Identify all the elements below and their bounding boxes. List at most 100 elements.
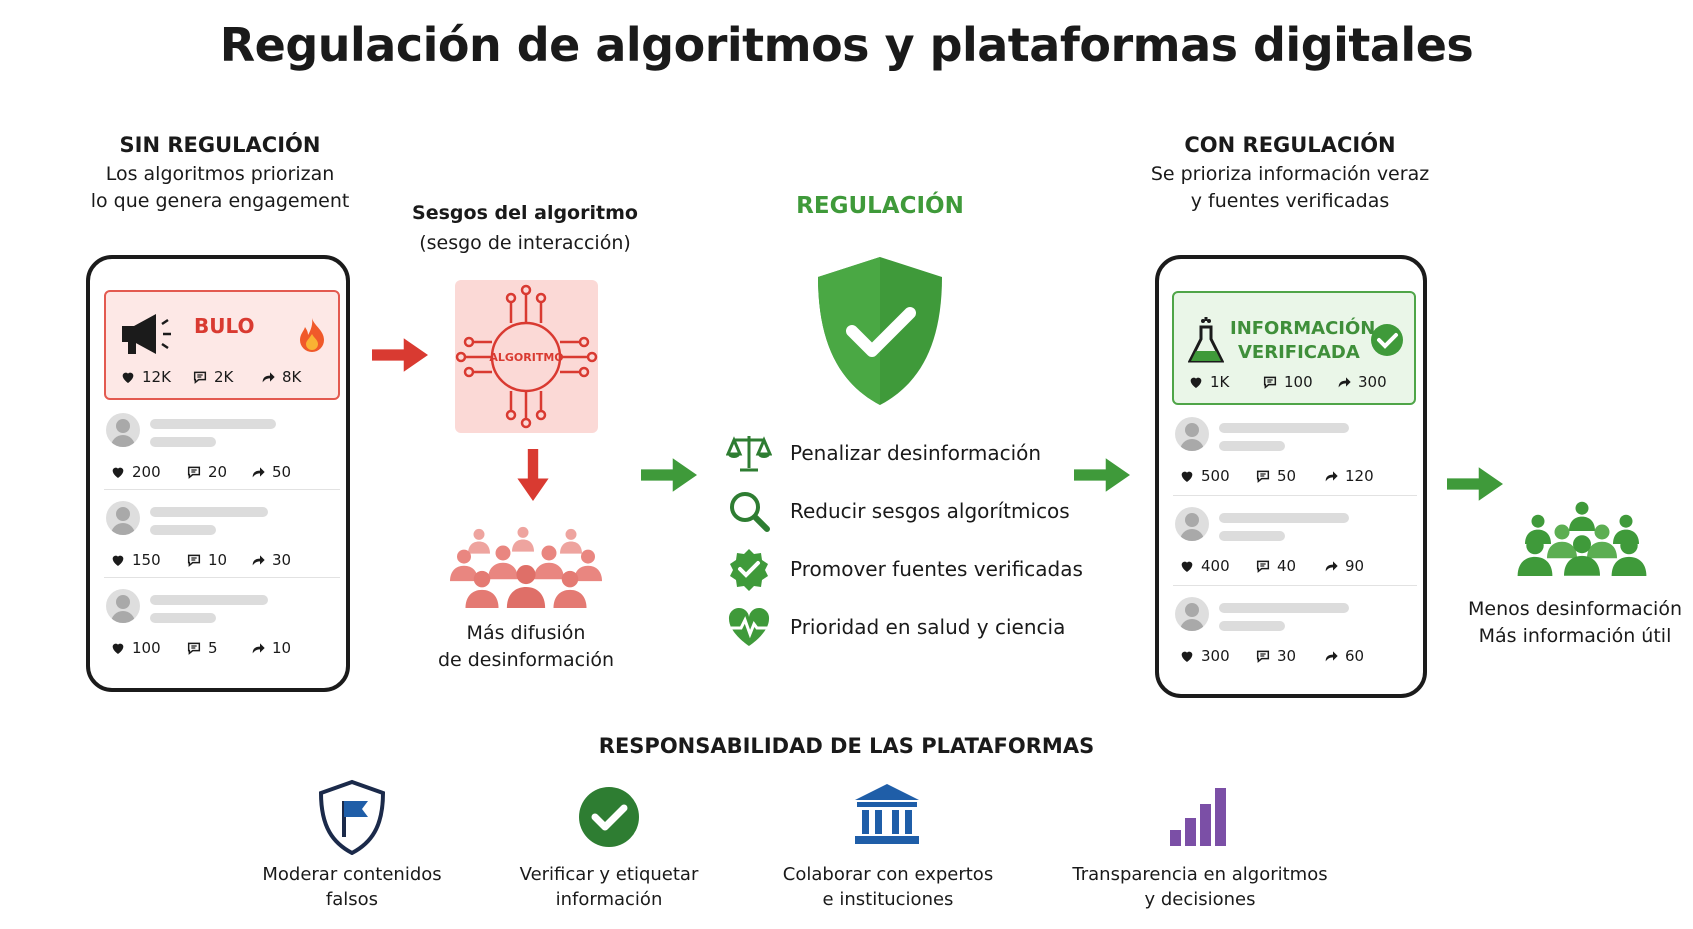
regulation-item-label: Promover fuentes verificadas: [790, 557, 1083, 581]
bias-result: Más difusión de desinformación: [410, 620, 642, 674]
regulation-heading: REGULACIÓN: [796, 193, 964, 219]
bias-subheading: (sesgo de interacción): [419, 232, 631, 254]
responsibility-line2: falsos: [325, 889, 379, 910]
post-item[interactable]: 400 40 90: [1173, 505, 1417, 585]
post-comments: 20: [186, 463, 227, 481]
post-item[interactable]: 150 10 30: [104, 497, 340, 577]
arrow-right-icon: [372, 336, 428, 374]
post-comments: 30: [1255, 647, 1296, 665]
fire-icon: [300, 318, 324, 352]
divider: [1173, 585, 1417, 586]
verified-label: INFORMACIÓN VERIFICADA: [1230, 317, 1375, 365]
left-heading: SIN REGULACIÓN: [119, 133, 321, 157]
hoax-likes: 12K: [120, 368, 171, 386]
hoax-post[interactable]: BULO 12K 2K 8K: [104, 290, 340, 400]
post-shares: 10: [250, 639, 291, 657]
magnifier-icon: [730, 492, 770, 532]
post-item[interactable]: 100 5 10: [104, 585, 340, 665]
text-placeholder: [150, 507, 268, 517]
post-comments: 10: [186, 551, 227, 569]
shield-check-icon: [818, 257, 942, 405]
post-item[interactable]: 500 50 120: [1173, 415, 1417, 495]
outcome: Menos desinformación Más información úti…: [1460, 596, 1690, 650]
avatar: [106, 589, 140, 623]
verified-post[interactable]: INFORMACIÓN VERIFICADA 1K 100 300: [1172, 291, 1416, 405]
page-title: Regulación de algoritmos y plataformas d…: [219, 18, 1474, 72]
phone-regulated: INFORMACIÓN VERIFICADA 1K 100 300 500 50…: [1155, 255, 1427, 698]
post-likes: 200: [110, 463, 161, 481]
text-placeholder: [1219, 423, 1349, 433]
circuit-icon: [455, 284, 598, 429]
post-shares: 60: [1323, 647, 1364, 665]
text-placeholder: [150, 613, 216, 623]
institution-icon: [855, 784, 919, 844]
responsibility-heading: RESPONSABILIDAD DE LAS PLATAFORMAS: [598, 734, 1095, 758]
post-item[interactable]: 300 30 60: [1173, 595, 1417, 675]
divider: [1173, 495, 1417, 496]
responsibility-line2: y decisiones: [1144, 889, 1256, 910]
crowd-icon: [1517, 501, 1647, 576]
regulation-item-label: Reducir sesgos algorítmicos: [790, 499, 1070, 523]
post-likes: 500: [1179, 467, 1230, 485]
right-description: Se prioriza información veraz y fuentes …: [1140, 161, 1440, 215]
verified-likes: 1K: [1188, 373, 1229, 391]
arrow-right-icon: [1074, 456, 1130, 494]
responsibility-line1: Moderar contenidos: [262, 864, 442, 885]
divider: [104, 489, 340, 490]
responsibility-line1: Verificar y etiquetar: [519, 864, 699, 885]
heart-pulse-icon: [728, 607, 770, 646]
post-likes: 100: [110, 639, 161, 657]
bias-result-line1: Más difusión: [466, 622, 586, 644]
flask-icon: [1188, 317, 1224, 363]
responsibility-item: Moderar contenidos falsos: [240, 862, 464, 912]
avatar: [106, 501, 140, 535]
divider: [104, 577, 340, 578]
post-likes: 150: [110, 551, 161, 569]
responsibility-line1: Transparencia en algoritmos: [1072, 864, 1328, 885]
check-circle-icon: [1371, 324, 1403, 356]
post-likes: 400: [1179, 557, 1230, 575]
verified-label-line1: INFORMACIÓN: [1230, 318, 1376, 339]
right-heading: CON REGULACIÓN: [1184, 133, 1396, 157]
outcome-line1: Menos desinformación: [1468, 598, 1682, 620]
regulation-item-label: Prioridad en salud y ciencia: [790, 615, 1066, 639]
verified-comments: 100: [1262, 373, 1313, 391]
text-placeholder: [150, 437, 216, 447]
text-placeholder: [1219, 441, 1285, 451]
responsibility-item: Transparencia en algoritmos y decisiones: [1070, 862, 1330, 912]
arrow-right-icon: [1447, 465, 1503, 503]
regulation-item-label: Penalizar desinformación: [790, 441, 1042, 465]
right-desc-line2: y fuentes verificadas: [1190, 190, 1390, 212]
post-item[interactable]: 200 20 50: [104, 409, 340, 489]
responsibility-item: Verificar y etiquetar información: [494, 862, 724, 912]
text-placeholder: [1219, 621, 1285, 631]
regulation-item: Promover fuentes verificadas: [726, 546, 1083, 592]
check-circle-icon: [579, 787, 639, 847]
text-placeholder: [1219, 513, 1349, 523]
avatar: [1175, 507, 1209, 541]
post-comments: 40: [1255, 557, 1296, 575]
regulation-item: Prioridad en salud y ciencia: [726, 604, 1065, 650]
text-placeholder: [150, 419, 276, 429]
bias-heading: Sesgos del algoritmo: [412, 202, 638, 224]
regulation-item: Penalizar desinformación: [726, 430, 1041, 476]
post-comments: 50: [1255, 467, 1296, 485]
shield-flag-icon: [318, 779, 386, 855]
post-shares: 90: [1323, 557, 1364, 575]
algorithm-chip: ALGORITMO: [455, 280, 598, 433]
post-likes: 300: [1179, 647, 1230, 665]
post-shares: 30: [250, 551, 291, 569]
post-shares: 50: [250, 463, 291, 481]
verified-shares: 300: [1336, 373, 1387, 391]
responsibility-line1: Colaborar con expertos: [782, 864, 994, 885]
verified-label-line2: VERIFICADA: [1238, 342, 1360, 363]
responsibility-item: Colaborar con expertos e instituciones: [770, 862, 1006, 912]
avatar: [1175, 597, 1209, 631]
bias-result-line2: de desinformación: [437, 649, 615, 671]
hoax-shares: 8K: [260, 368, 301, 386]
verified-badge-icon: [730, 549, 768, 591]
text-placeholder: [150, 595, 268, 605]
responsibility-line2: e instituciones: [822, 889, 954, 910]
left-desc-line1: Los algoritmos priorizan: [105, 163, 335, 185]
left-description: Los algoritmos priorizan lo que genera e…: [70, 161, 370, 215]
